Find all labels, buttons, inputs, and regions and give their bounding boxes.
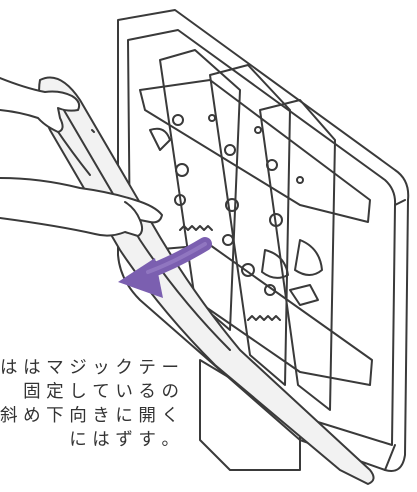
support-rail-3 <box>259 99 336 411</box>
caption-line-3: 斜 め 下 向 き に 開 く <box>0 406 179 426</box>
spring-lower <box>247 315 281 321</box>
caption-line-4: に は ず す 。 <box>69 430 179 450</box>
support-rail-2 <box>209 64 291 386</box>
cross-bar-top <box>139 79 371 223</box>
hand-lower <box>0 177 163 237</box>
hand-upper <box>0 77 81 133</box>
instruction-caption: は は マ ジ ッ ク テ ー 固 定 し て い る の 斜 め 下 向 き … <box>0 356 181 452</box>
spring-upper <box>179 225 213 231</box>
rotate-arrow-icon <box>118 237 212 298</box>
caption-line-2: 固 定 し て い る の <box>23 382 179 402</box>
caption-line-1: は は マ ジ ッ ク テ ー <box>0 358 179 378</box>
